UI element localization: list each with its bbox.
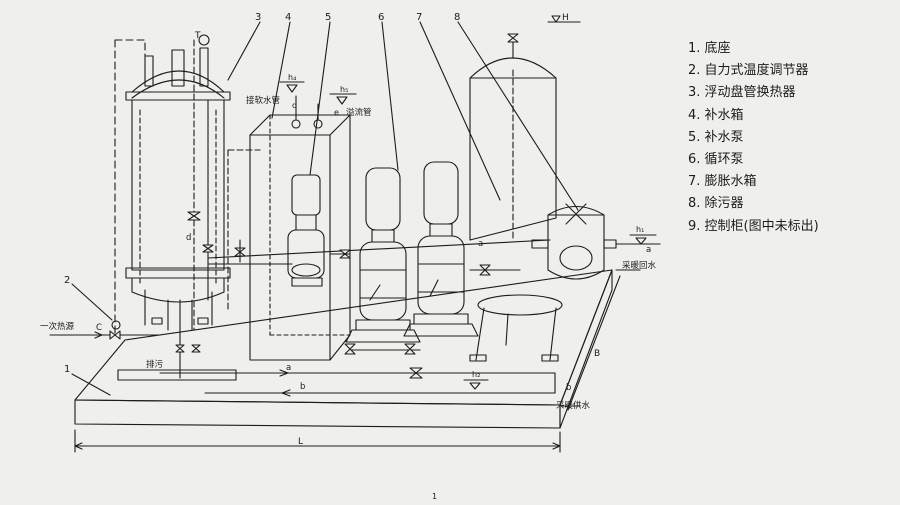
- legend-item: 2. 自力式温度调节器: [688, 63, 809, 79]
- dirt-separator: [531, 203, 617, 280]
- legend-item: 4. 补水箱: [688, 107, 744, 123]
- separator-stand: [469, 294, 563, 362]
- callout-5: 5: [325, 12, 331, 23]
- callout-6: 6: [378, 12, 384, 23]
- drain-pipe: [117, 299, 237, 381]
- callout-7: 7: [416, 12, 422, 23]
- label-length: L: [298, 437, 303, 447]
- callout-leaders: [71, 21, 579, 396]
- heat-exchanger: [125, 34, 231, 331]
- label-pipe-a-2: a: [646, 245, 651, 255]
- label-pipe-e: e: [334, 108, 339, 117]
- legend-item: 5. 补水泵: [688, 129, 744, 145]
- label-width: B: [594, 349, 600, 359]
- label-h5: h₅: [340, 85, 348, 94]
- label-h1: h₁: [636, 225, 644, 234]
- label-pipe-d: d: [186, 233, 191, 243]
- label-pipe-a: a: [478, 239, 483, 249]
- legend-item: 9. 控制柜(图中未标出): [688, 218, 819, 234]
- makeup-pump: [287, 174, 325, 287]
- label-height: H: [562, 13, 569, 23]
- label-drain: 排污: [146, 359, 164, 370]
- diagram-text: 3 4 5 6 7 8 1 2 一次热源 C 排污 d T 接软水管 h₄ d …: [40, 12, 657, 501]
- circulation-pump-1: [345, 167, 421, 343]
- circulation-pump-2: [403, 161, 479, 337]
- callout-4: 4: [285, 12, 291, 23]
- base-plate: [74, 269, 613, 429]
- legend-item: 1. 底座: [688, 41, 731, 56]
- label-pipe-b-2: b: [566, 383, 571, 393]
- label-primary-heat-source: 一次热源: [40, 321, 75, 332]
- legend-item: 8. 除污器: [688, 196, 744, 212]
- page-mark: 1: [432, 492, 437, 501]
- pipe-network: [159, 239, 661, 397]
- callout-8: 8: [454, 12, 460, 23]
- label-overflow-pipe: 溢流管: [346, 107, 372, 118]
- label-pipe-a-3: a: [286, 363, 291, 373]
- label-thermo: T: [194, 31, 201, 41]
- label-heating-supply: 采暖供水: [556, 400, 591, 411]
- expansion-tank: [469, 33, 557, 241]
- pipe-d: [187, 39, 214, 331]
- primary-heat-pipe: [49, 39, 161, 340]
- label-soft-water-pipe: 接软水管: [246, 95, 280, 106]
- legend-item: 6. 循环泵: [688, 152, 744, 168]
- legend-item: 7. 膨胀水箱: [688, 174, 757, 190]
- callout-1: 1: [64, 364, 70, 375]
- label-pipe-d-2: d: [292, 101, 297, 110]
- legend: 1. 底座 2. 自力式温度调节器 3. 浮动盘管换热器 4. 补水箱 5. 补…: [688, 38, 888, 238]
- label-h4: h₄: [288, 73, 296, 82]
- label-h2: h₂: [472, 370, 480, 379]
- level-markers: [279, 15, 657, 390]
- dimension-lines: [74, 269, 641, 453]
- label-pipe-c: C: [96, 323, 102, 333]
- legend-item: 3. 浮动盘管换热器: [688, 85, 796, 101]
- label-heating-return: 采暖回水: [622, 260, 657, 271]
- callout-3: 3: [255, 12, 261, 23]
- label-pipe-b: b: [300, 382, 305, 392]
- makeup-tank: [227, 95, 351, 361]
- callout-2: 2: [64, 275, 70, 286]
